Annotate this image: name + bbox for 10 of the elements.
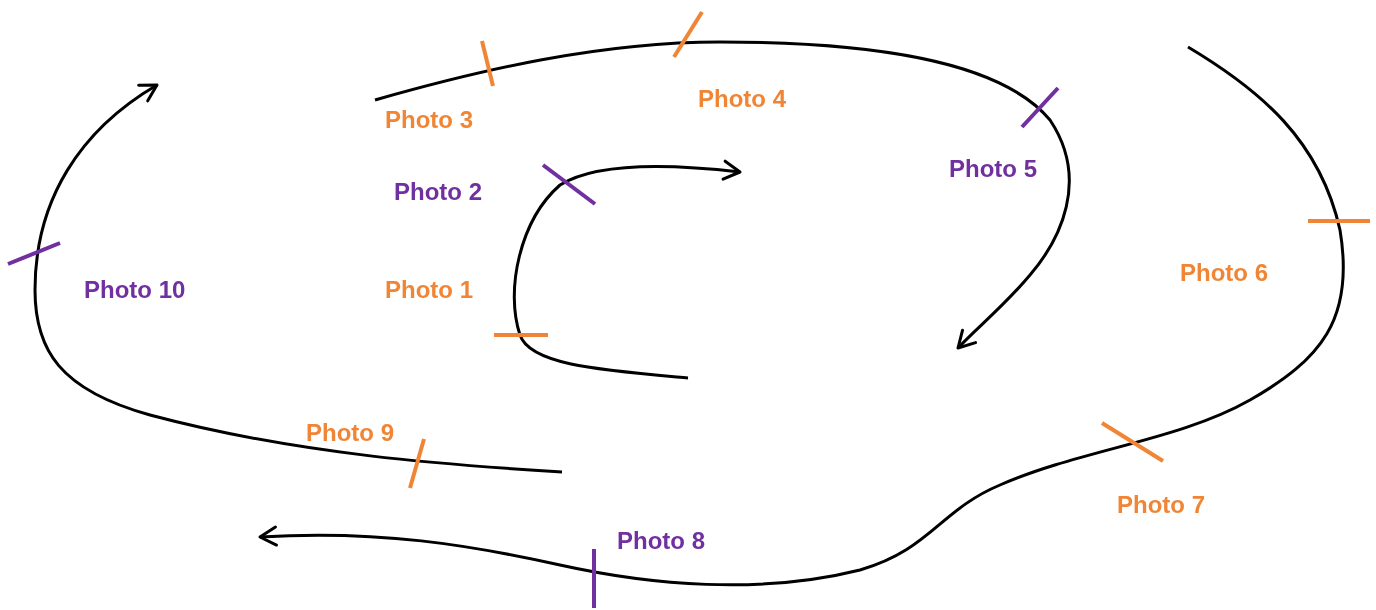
photo-label: Photo 7 (1117, 491, 1205, 519)
photo-label: Photo 1 (385, 276, 473, 304)
photo-label: Photo 9 (306, 419, 394, 447)
photo-label: Photo 4 (698, 85, 786, 113)
photo-label: Photo 8 (617, 527, 705, 555)
photo-label: Photo 3 (385, 106, 473, 134)
photo-label: Photo 10 (84, 276, 186, 304)
photo-label: Photo 2 (394, 178, 482, 206)
photo-label: Photo 5 (949, 155, 1037, 183)
photo-label: Photo 6 (1180, 259, 1268, 287)
